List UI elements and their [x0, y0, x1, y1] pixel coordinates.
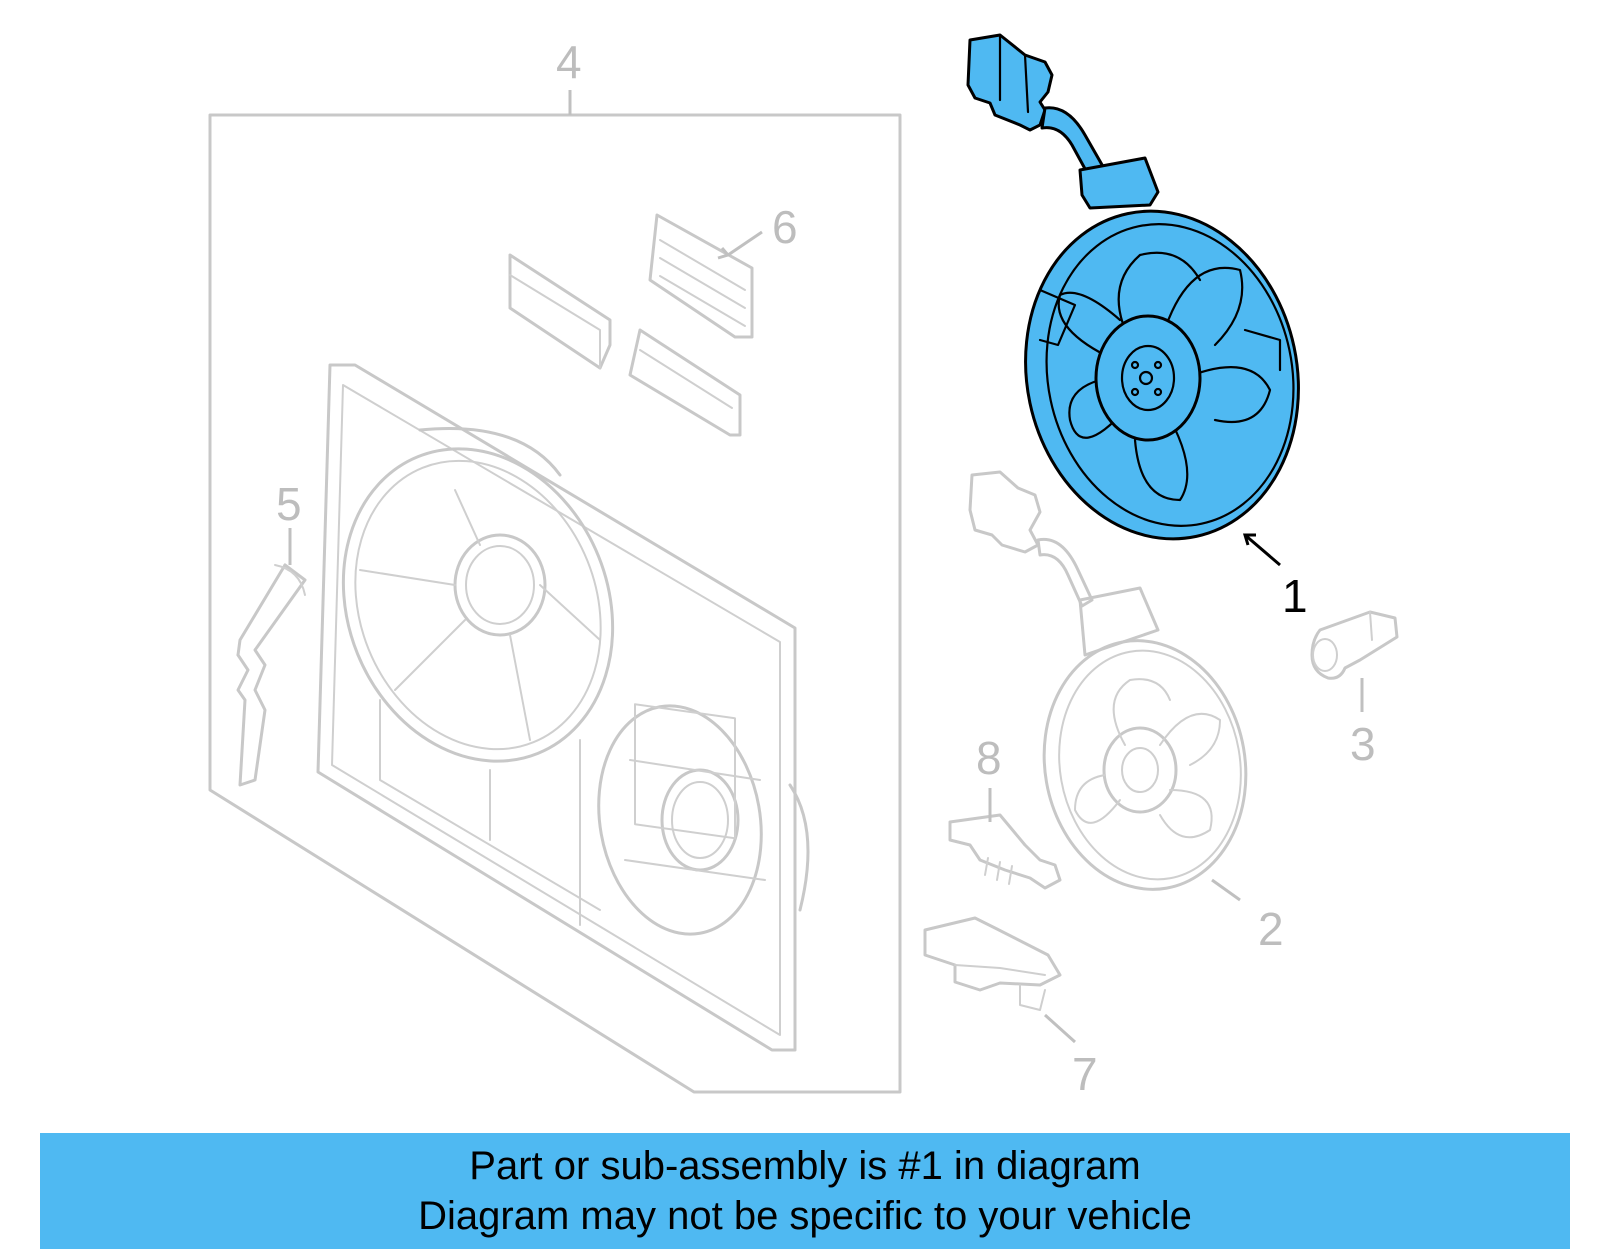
banner-line-2: Diagram may not be specific to your vehi…	[418, 1194, 1192, 1238]
parts-diagram: 4 6 5 1 3 8 2 7	[208, 33, 1399, 1100]
callout-6: 6	[772, 201, 798, 253]
callout-2: 2	[1258, 903, 1284, 955]
part-3-sensor[interactable]	[1310, 610, 1399, 680]
callout-3: 3	[1350, 718, 1376, 770]
part-2-fan-motor[interactable]	[968, 470, 1265, 905]
callout-7: 7	[1072, 1048, 1098, 1100]
part-1-fan-motor-assembly[interactable]	[966, 33, 1328, 564]
info-banner: Part or sub-assembly is #1 in diagram Di…	[40, 1133, 1570, 1249]
leader-lines	[288, 90, 1364, 1044]
callout-8: 8	[976, 732, 1002, 784]
part-7-bracket[interactable]	[923, 916, 1062, 1011]
part-8-retainer[interactable]	[948, 813, 1062, 890]
callout-1: 1	[1282, 570, 1308, 622]
banner-line-1: Part or sub-assembly is #1 in diagram	[469, 1144, 1141, 1188]
part-5-bracket[interactable]	[236, 563, 307, 787]
part-4-shroud-assembly[interactable]	[208, 113, 902, 1094]
callout-4: 4	[556, 36, 582, 88]
callout-5: 5	[276, 478, 302, 530]
part-6-clips[interactable]	[508, 213, 754, 437]
